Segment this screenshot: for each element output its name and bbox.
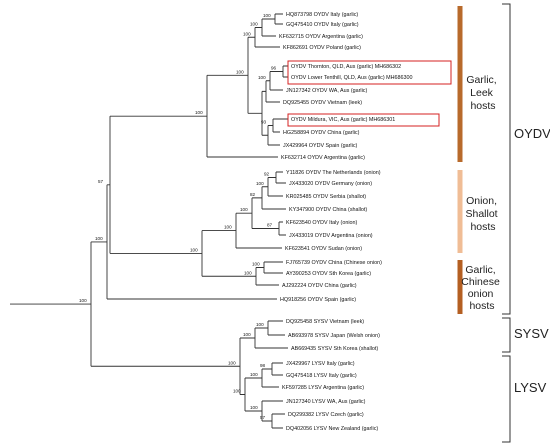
bootstrap-value: 87 <box>267 223 273 228</box>
virus-group-labels: OYDV SYSV LYSV <box>514 126 550 395</box>
bootstrap-value: 100 <box>228 360 236 365</box>
taxon-label: DQ402056 LYSV New Zealand (garlic) <box>286 426 378 432</box>
bootstrap-values: 1001009610093100100100921008287100100100… <box>79 13 277 420</box>
highlight-box-vic <box>287 113 440 127</box>
highlight-boxes <box>287 60 452 127</box>
taxon-label: AB693978 SYSV Japan (Welsh onion) <box>288 333 380 339</box>
taxon-label: DQ925458 SYSV Vietnam (leek) <box>286 319 364 325</box>
bootstrap-value: 100 <box>95 236 103 241</box>
taxon-label: AY390253 OYDV Sth Korea (garlic) <box>286 271 371 277</box>
virus-label-oydv: OYDV <box>514 126 550 141</box>
bootstrap-value: 100 <box>256 322 264 327</box>
tree-branches <box>10 13 288 429</box>
virus-brackets <box>502 3 511 443</box>
taxon-label: DQ925455 OYDV Vietnam (leek) <box>283 100 362 106</box>
bootstrap-value: 100 <box>233 389 241 394</box>
bootstrap-value: 100 <box>250 372 258 377</box>
bootstrap-value: 100 <box>243 332 251 337</box>
bootstrap-value: 100 <box>258 75 266 80</box>
taxon-label: DQ299382 LYSV Czech (garlic) <box>288 412 364 418</box>
bootstrap-value: 100 <box>250 22 258 27</box>
bootstrap-value: 100 <box>224 225 232 230</box>
bracket-oydv <box>502 3 511 315</box>
taxon-label: Y11826 OYDV The Netherlands (onion) <box>286 170 381 176</box>
taxon-label: KF632715 OYDV Argentina (garlic) <box>279 34 363 40</box>
bracket-sysv <box>502 317 511 353</box>
taxon-label: OYDV Mildura, VIC, Aus (garlic) MH686301 <box>291 117 395 123</box>
taxon-label: KR025485 OYDV Serbia (shallot) <box>286 194 366 200</box>
taxon-label: OYDV Thornton, QLD, Aus (garlic) MH68630… <box>291 64 401 70</box>
taxon-labels: HQ873798 OYDV Italy (garlic) GQ475410 OYD… <box>279 12 413 432</box>
taxon-label: HG258894 OYDV China (garlic) <box>283 130 360 136</box>
taxon-label: JN127342 OYDV WA, Aus (garlic) <box>286 88 367 94</box>
taxon-label: KF632714 OYDV Argentina (garlic) <box>281 155 365 161</box>
bootstrap-value: 100 <box>195 110 203 115</box>
taxon-label: KF597285 LYSV Argentina (garlic) <box>282 385 364 391</box>
bootstrap-value: 57 <box>260 415 266 420</box>
taxon-label: HQ918256 OYDV Spain (garlic) <box>280 297 356 303</box>
bootstrap-value: 93 <box>261 120 267 125</box>
taxon-label: HQ873798 OYDV Italy (garlic) <box>286 12 358 18</box>
taxon-label: KY347900 OYDV China (shallot) <box>289 207 367 213</box>
bootstrap-value: 100 <box>190 247 198 252</box>
bootstrap-value: 100 <box>252 262 260 267</box>
bootstrap-value: 100 <box>236 69 244 74</box>
highlight-box-qld <box>287 60 452 85</box>
taxon-label: JN127340 LYSV WA, Aus (garlic) <box>286 399 366 405</box>
bootstrap-value: 100 <box>240 207 248 212</box>
taxon-label: JX433019 OYDV Argentina (onion) <box>289 233 373 239</box>
bootstrap-value: 100 <box>244 270 252 275</box>
branch-lines <box>10 13 288 429</box>
taxon-label: KF862691 OYDV Poland (garlic) <box>283 45 361 51</box>
taxon-label: JX429964 OYDV Spain (garlic) <box>283 143 358 149</box>
host-label-garlic-chinese-onion: Garlic, Chinese onion hosts <box>461 264 502 312</box>
taxon-label: OYDV Lower Tenthill, QLD, Aus (garlic) M… <box>291 75 413 81</box>
taxon-label: FJ765739 OYDV China (Chinese onion) <box>286 260 382 266</box>
bracket-lysv <box>502 355 511 443</box>
bootstrap-value: 57 <box>98 179 104 184</box>
taxon-label: AB669435 SYSV Sth Korea (shallot) <box>291 346 378 352</box>
virus-label-sysv: SYSV <box>514 326 549 341</box>
bootstrap-value: 100 <box>79 298 87 303</box>
bootstrap-value: 100 <box>256 181 264 186</box>
host-label-garlic-leek: Garlic, Leek hosts <box>466 74 499 112</box>
taxon-label: GQ475410 OYDV Italy (garlic) <box>286 22 359 28</box>
bootstrap-value: 82 <box>250 192 256 197</box>
taxon-label: JX429967 LYSV Italy (garlic) <box>286 361 355 367</box>
bootstrap-value: 100 <box>263 13 271 18</box>
bootstrap-value: 98 <box>260 363 266 368</box>
taxon-label: GQ475418 LYSV Italy (garlic) <box>286 373 357 379</box>
bootstrap-value: 100 <box>250 405 258 410</box>
virus-label-lysv: LYSV <box>514 380 547 395</box>
bootstrap-value: 92 <box>264 172 270 177</box>
taxon-label: KF623541 OYDV Sudan (onion) <box>285 246 362 252</box>
host-label-onion-shallot: Onion, Shallot hosts <box>465 195 500 233</box>
taxon-label: AJ292224 OYDV China (garlic) <box>282 283 357 289</box>
taxon-label: KF623540 OYDV Italy (onion) <box>286 220 358 226</box>
host-group-labels: Garlic, Leek hosts Onion, Shallot hosts … <box>461 74 502 312</box>
bootstrap-value: 100 <box>243 31 251 36</box>
taxon-label: JX433020 OYDV Germany (onion) <box>289 181 372 187</box>
bootstrap-value: 96 <box>271 66 277 71</box>
